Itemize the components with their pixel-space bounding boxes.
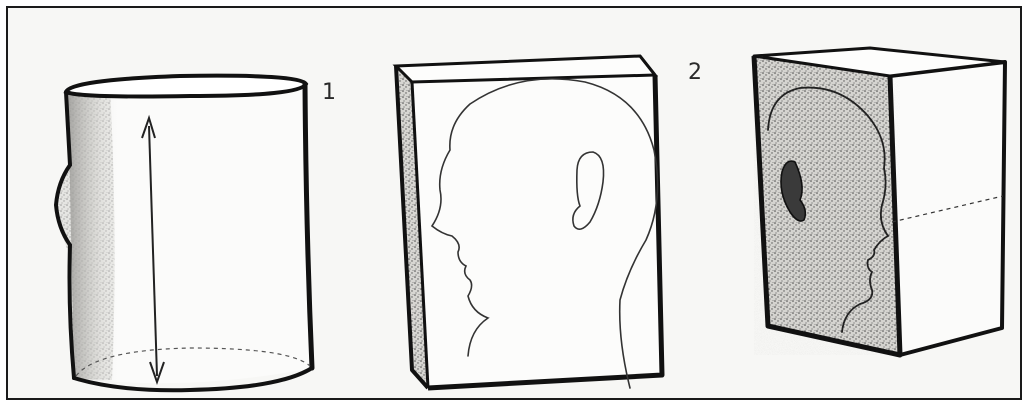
cylinder-top-ellipse (66, 76, 306, 97)
figure-number-2: 2 (688, 60, 702, 85)
box-with-stippled-head (754, 48, 1005, 355)
figure-number-1: 1 (322, 80, 336, 105)
cylinder-figure (56, 76, 312, 391)
box-with-head-profile (396, 56, 662, 388)
